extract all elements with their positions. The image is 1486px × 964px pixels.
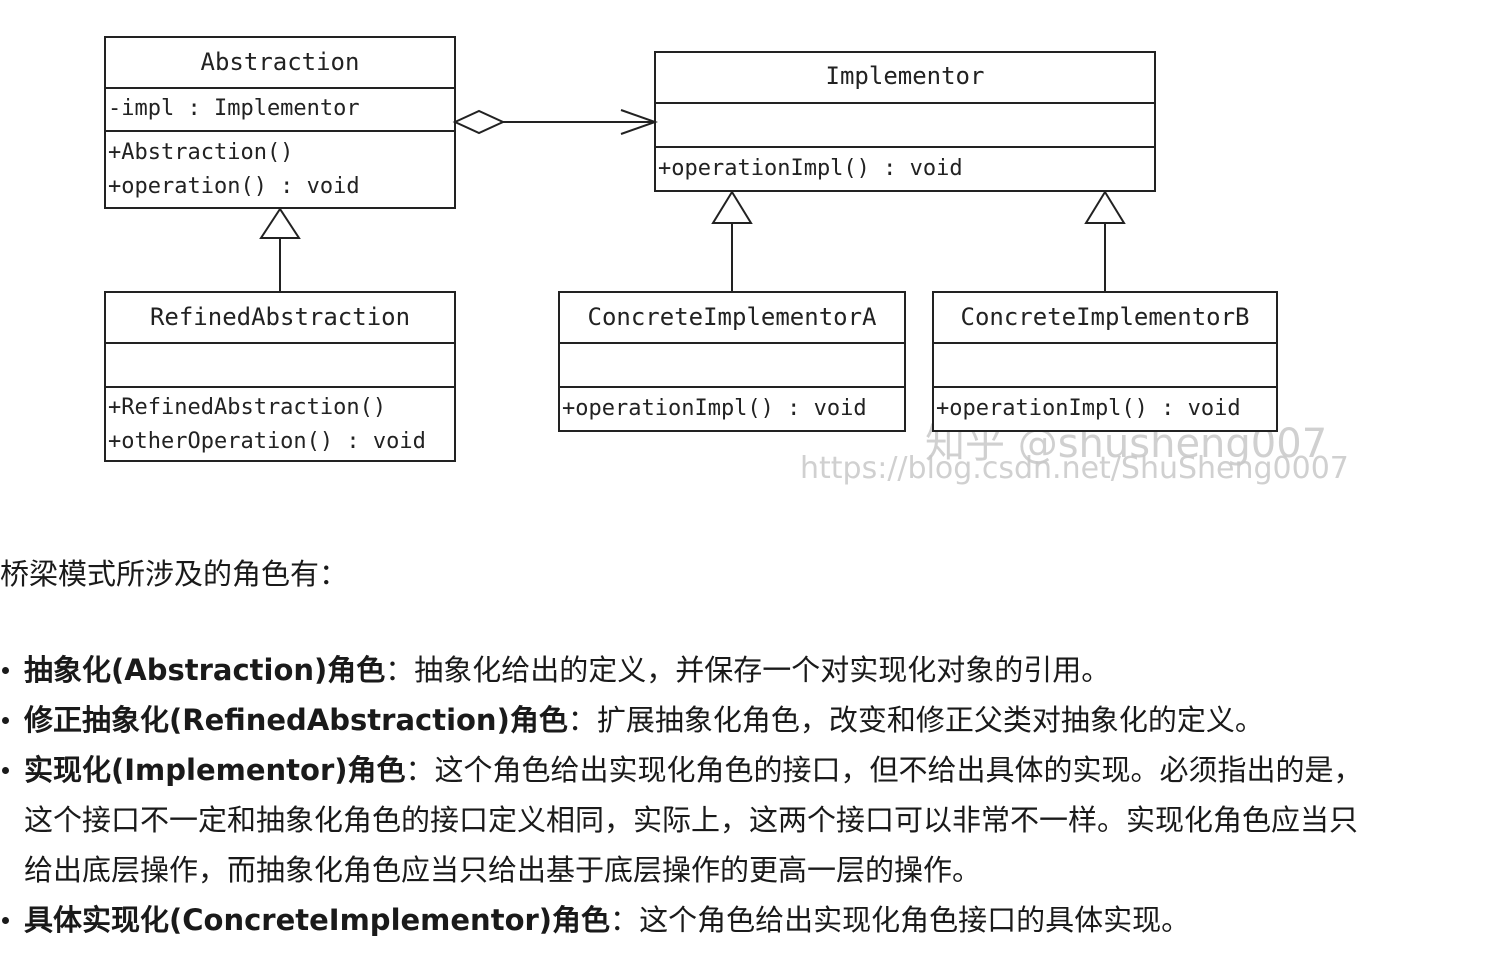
method: +Abstraction() [108, 140, 293, 165]
class-implementor: Implementor +operationImpl() : void [654, 51, 1156, 192]
method: +operationImpl() : void [562, 396, 867, 421]
method: +operation() : void [108, 174, 360, 199]
role-description: 这个角色给出实现化角色接口的具体实现。 [639, 903, 1191, 937]
uml-class-diagram: 知乎 @shusheng007 https://blog.csdn.net/Sh… [104, 36, 1349, 486]
list-item: 抽象化(Abstraction)角色：抽象化给出的定义，并保存一个对实现化对象的… [2, 645, 1424, 695]
class-abstraction: Abstraction -impl : Implementor +Abstrac… [104, 36, 456, 209]
inheritance-arrow [711, 190, 753, 292]
method: +operationImpl() : void [936, 396, 1241, 421]
role-description: 扩展抽象化角色，改变和修正父类对抽象化的定义。 [596, 703, 1264, 737]
role-term: 实现化(Implementor)角色 [24, 753, 406, 787]
class-name: Implementor [826, 62, 985, 90]
aggregation-arrow [452, 109, 659, 135]
role-separator: ： [385, 653, 415, 687]
list-item: 修正抽象化(RefinedAbstraction)角色：扩展抽象化角色，改变和修… [2, 695, 1424, 745]
role-description: 抽象化给出的定义，并保存一个对实现化对象的引用。 [414, 653, 1111, 687]
method: +operationImpl() : void [658, 156, 963, 181]
attribute: -impl : Implementor [108, 96, 360, 121]
class-concrete-implementor-a: ConcreteImplementorA +operationImpl() : … [558, 291, 906, 432]
method: +otherOperation() : void [108, 429, 426, 454]
role-separator: ： [405, 753, 435, 787]
role-description: 这个角色给出实现化角色的接口，但不给出具体的实现。必须指出的是，这个接口不一定和… [24, 753, 1363, 887]
class-name: ConcreteImplementorB [961, 303, 1250, 331]
role-term: 修正抽象化(RefinedAbstraction)角色 [24, 703, 568, 737]
class-name: RefinedAbstraction [150, 303, 410, 331]
list-item: 具体实现化(ConcreteImplementor)角色：这个角色给出实现化角色… [2, 895, 1424, 945]
inheritance-arrow [1084, 190, 1126, 292]
method: +RefinedAbstraction() [108, 395, 386, 420]
role-term: 具体实现化(ConcreteImplementor)角色 [24, 903, 611, 937]
class-name: Abstraction [201, 48, 360, 76]
roles-list: 抽象化(Abstraction)角色：抽象化给出的定义，并保存一个对实现化对象的… [0, 645, 1424, 945]
role-separator: ： [610, 903, 640, 937]
watermark-secondary: https://blog.csdn.net/ShuSheng0007 [800, 451, 1349, 486]
class-concrete-implementor-b: ConcreteImplementorB +operationImpl() : … [932, 291, 1278, 432]
roles-intro: 桥梁模式所涉及的角色有： [0, 557, 349, 591]
inheritance-arrow [259, 207, 301, 292]
class-name: ConcreteImplementorA [588, 303, 878, 331]
role-separator: ： [567, 703, 597, 737]
list-item: 实现化(Implementor)角色：这个角色给出实现化角色的接口，但不给出具体… [2, 745, 1369, 895]
class-refined-abstraction: RefinedAbstraction +RefinedAbstraction()… [104, 291, 456, 462]
role-term: 抽象化(Abstraction)角色 [24, 653, 386, 687]
